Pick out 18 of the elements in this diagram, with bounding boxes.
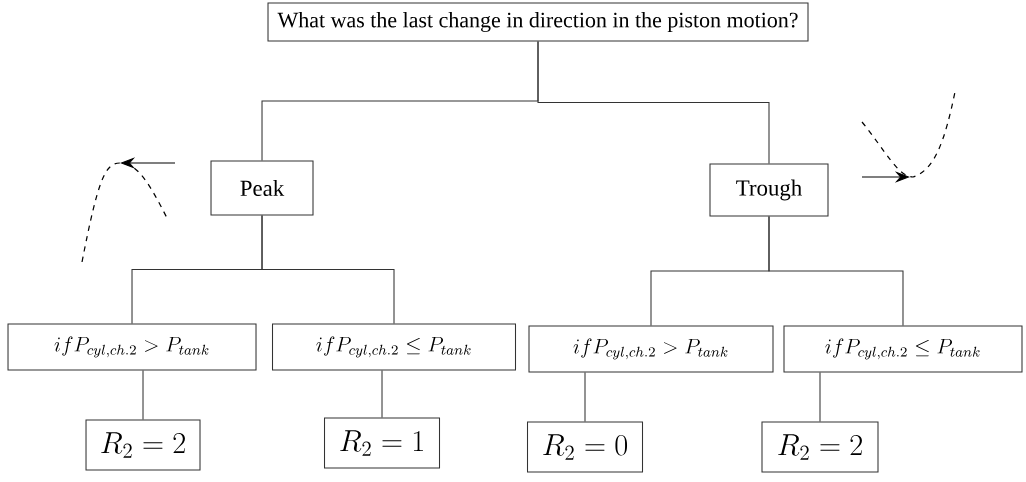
condition-box: $if P_{cyl,ch.2} > P_{tank}$ bbox=[528, 325, 774, 373]
question-box: What was the last change in direction in the piston motion? bbox=[267, 2, 809, 42]
condition-box: $if P_{cyl,ch.2} \leq P_{tank}$ bbox=[272, 323, 517, 371]
result-box: $R_2 = 2$ bbox=[85, 419, 201, 471]
connector-line bbox=[381, 370, 383, 418]
result-box: $R_2 = 2$ bbox=[761, 421, 879, 473]
answer-box: Trough bbox=[709, 163, 829, 217]
connector-line bbox=[819, 372, 821, 422]
condition-box: $if P_{cyl,ch.2} \leq P_{tank}$ bbox=[783, 325, 1023, 373]
result-box: $R_2 = 1$ bbox=[324, 417, 441, 469]
connector-line bbox=[261, 215, 395, 324]
connector-line bbox=[537, 41, 770, 164]
result-box: $R_2 = 0$ bbox=[527, 421, 644, 473]
answer-box: Peak bbox=[210, 160, 314, 216]
connector-line bbox=[768, 216, 904, 326]
connector-line bbox=[142, 370, 144, 420]
condition-box: $if P_{cyl,ch.2} > P_{tank}$ bbox=[7, 323, 257, 371]
connector-line bbox=[584, 372, 586, 422]
